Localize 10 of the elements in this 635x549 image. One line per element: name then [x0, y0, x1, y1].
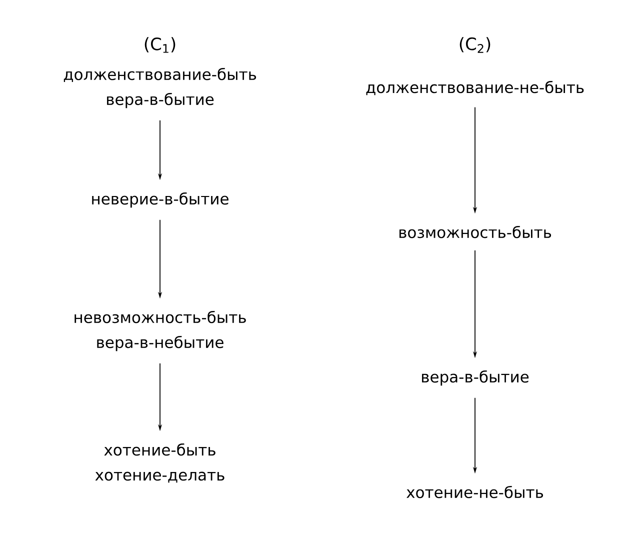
column-heading: (C$_{1}$)	[144, 37, 176, 53]
term-text: хотение-быть хотение-делать	[95, 443, 224, 483]
term-text: неверие-в-бытие	[92, 192, 228, 208]
term-text: возможность-быть	[399, 226, 552, 238]
term-text: хотение-не-быть	[406, 486, 543, 498]
term-text: долженствование-быть вера-в-бытие	[64, 68, 256, 108]
term-text: невозможность-быть вера-в-небытие	[74, 310, 246, 352]
term-text: долженствование-не-быть	[366, 80, 584, 96]
term-text: вера-в-бытие	[422, 370, 529, 386]
column-heading: (C$_{2}$)	[460, 37, 490, 53]
